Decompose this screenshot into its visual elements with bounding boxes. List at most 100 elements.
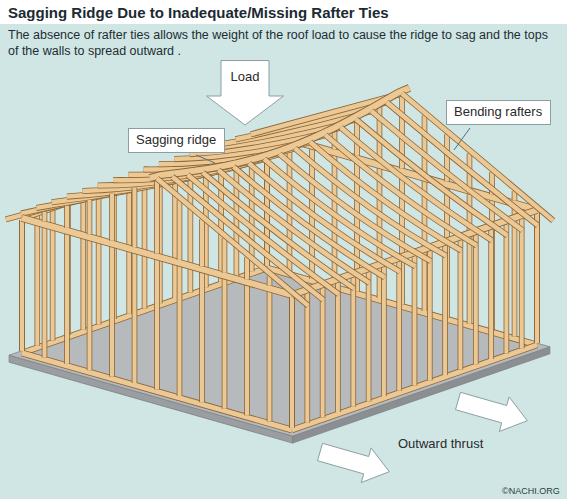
wall-stud: [42, 226, 48, 357]
rafter: [310, 142, 461, 251]
rafter: [325, 135, 476, 245]
wall-stud: [504, 223, 510, 354]
gable-stud: [222, 238, 228, 272]
wall-stud: [290, 297, 294, 428]
leader-line: [196, 155, 215, 163]
gable-stud: [377, 103, 383, 163]
wall-stud: [87, 239, 93, 370]
wall-stud: [155, 259, 159, 390]
gable-stud: [133, 188, 137, 248]
wall-stud: [442, 244, 448, 375]
gable-stud: [87, 200, 93, 235]
wall-stud: [535, 212, 539, 343]
wall-stud: [336, 281, 340, 412]
wall-stud: [173, 167, 177, 298]
gable-stud: [109, 194, 115, 241]
wall-stud: [304, 292, 310, 423]
wall-stud: [97, 193, 101, 324]
wall-stud: [199, 271, 205, 402]
gable-stud: [65, 206, 69, 228]
gable-stud: [422, 115, 428, 174]
wall-stud: [382, 265, 386, 396]
load-label: Load: [206, 69, 284, 85]
gable-stud: [43, 212, 47, 222]
gable-stud: [245, 257, 249, 279]
thrust-label: Outward thrust: [398, 436, 483, 453]
leader-line: [454, 128, 470, 150]
load-arrow: Load: [206, 60, 284, 126]
wall-stud: [504, 223, 508, 354]
wall-stud: [19, 220, 25, 351]
wall-stud: [81, 199, 85, 330]
wall-stud: [154, 259, 160, 390]
wall-stud: [333, 154, 337, 285]
wall-stud: [321, 286, 325, 417]
rafter: [280, 154, 431, 261]
wall-stud: [351, 276, 355, 407]
diagram-title: Sagging Ridge Due to Inadequate/Missing …: [8, 4, 389, 21]
wall-stud: [428, 249, 432, 380]
rafter: [264, 159, 415, 266]
wall-stud: [335, 281, 341, 412]
gable-stud: [378, 103, 382, 163]
wall-stud: [142, 178, 148, 309]
rafter: [341, 128, 492, 241]
gable-stud: [155, 182, 159, 254]
wall-stud: [133, 252, 137, 383]
load-arrow-shape: [207, 61, 284, 126]
gable-stud: [244, 257, 250, 279]
wall-stud: [488, 228, 494, 359]
rafter: [341, 128, 492, 241]
wall-stud: [200, 271, 204, 402]
thrust-arrow: [318, 443, 390, 482]
wall-stud: [412, 255, 418, 386]
wall-stud: [520, 217, 524, 348]
wall-stud: [222, 278, 228, 409]
wall-stud: [34, 215, 40, 346]
rafter: [325, 135, 476, 245]
wall-stud: [290, 297, 294, 428]
wall-stud: [43, 226, 47, 357]
rafter: [264, 159, 415, 266]
gable-stud: [64, 206, 70, 228]
gable-stud: [223, 238, 227, 272]
gable-stud: [178, 200, 182, 260]
wall-stud: [397, 260, 401, 391]
wall-stud: [110, 246, 114, 377]
rafter: [280, 154, 431, 261]
wall-stud: [443, 244, 447, 375]
wall-stud: [20, 220, 24, 351]
thrust-arrow: [456, 392, 528, 431]
wall-stud: [267, 291, 273, 422]
rafter: [402, 94, 553, 221]
gable-stud: [199, 219, 205, 266]
wall-stud: [20, 220, 24, 351]
wall-stud: [534, 212, 540, 343]
wall-stud: [64, 233, 70, 364]
wall-stud: [474, 233, 478, 364]
wall-stud: [88, 239, 92, 370]
gable-stud: [88, 200, 92, 235]
wall-stud: [289, 297, 295, 428]
callout-label: Sagging ridge: [136, 132, 217, 148]
wall-stud: [178, 265, 182, 396]
gable-stud: [132, 188, 138, 248]
rafter: [295, 148, 446, 255]
gable-stud: [110, 194, 114, 241]
rafter: [295, 148, 446, 255]
description-note: The absence of rafter ties allows the we…: [8, 27, 559, 60]
wall-stud: [81, 199, 87, 330]
rafter: [402, 94, 553, 221]
gable-stud: [177, 200, 183, 260]
gable-stud: [42, 212, 48, 222]
wall-stud: [268, 291, 272, 422]
wall-stud: [289, 297, 295, 428]
callout-label: Bending rafters: [454, 104, 543, 120]
copyright-watermark: ©NACHI.ORG: [502, 486, 560, 498]
wall-stud: [489, 228, 493, 359]
callout-box: Bending rafters: [446, 100, 551, 125]
wall-stud: [305, 292, 309, 423]
rafter: [310, 142, 461, 251]
